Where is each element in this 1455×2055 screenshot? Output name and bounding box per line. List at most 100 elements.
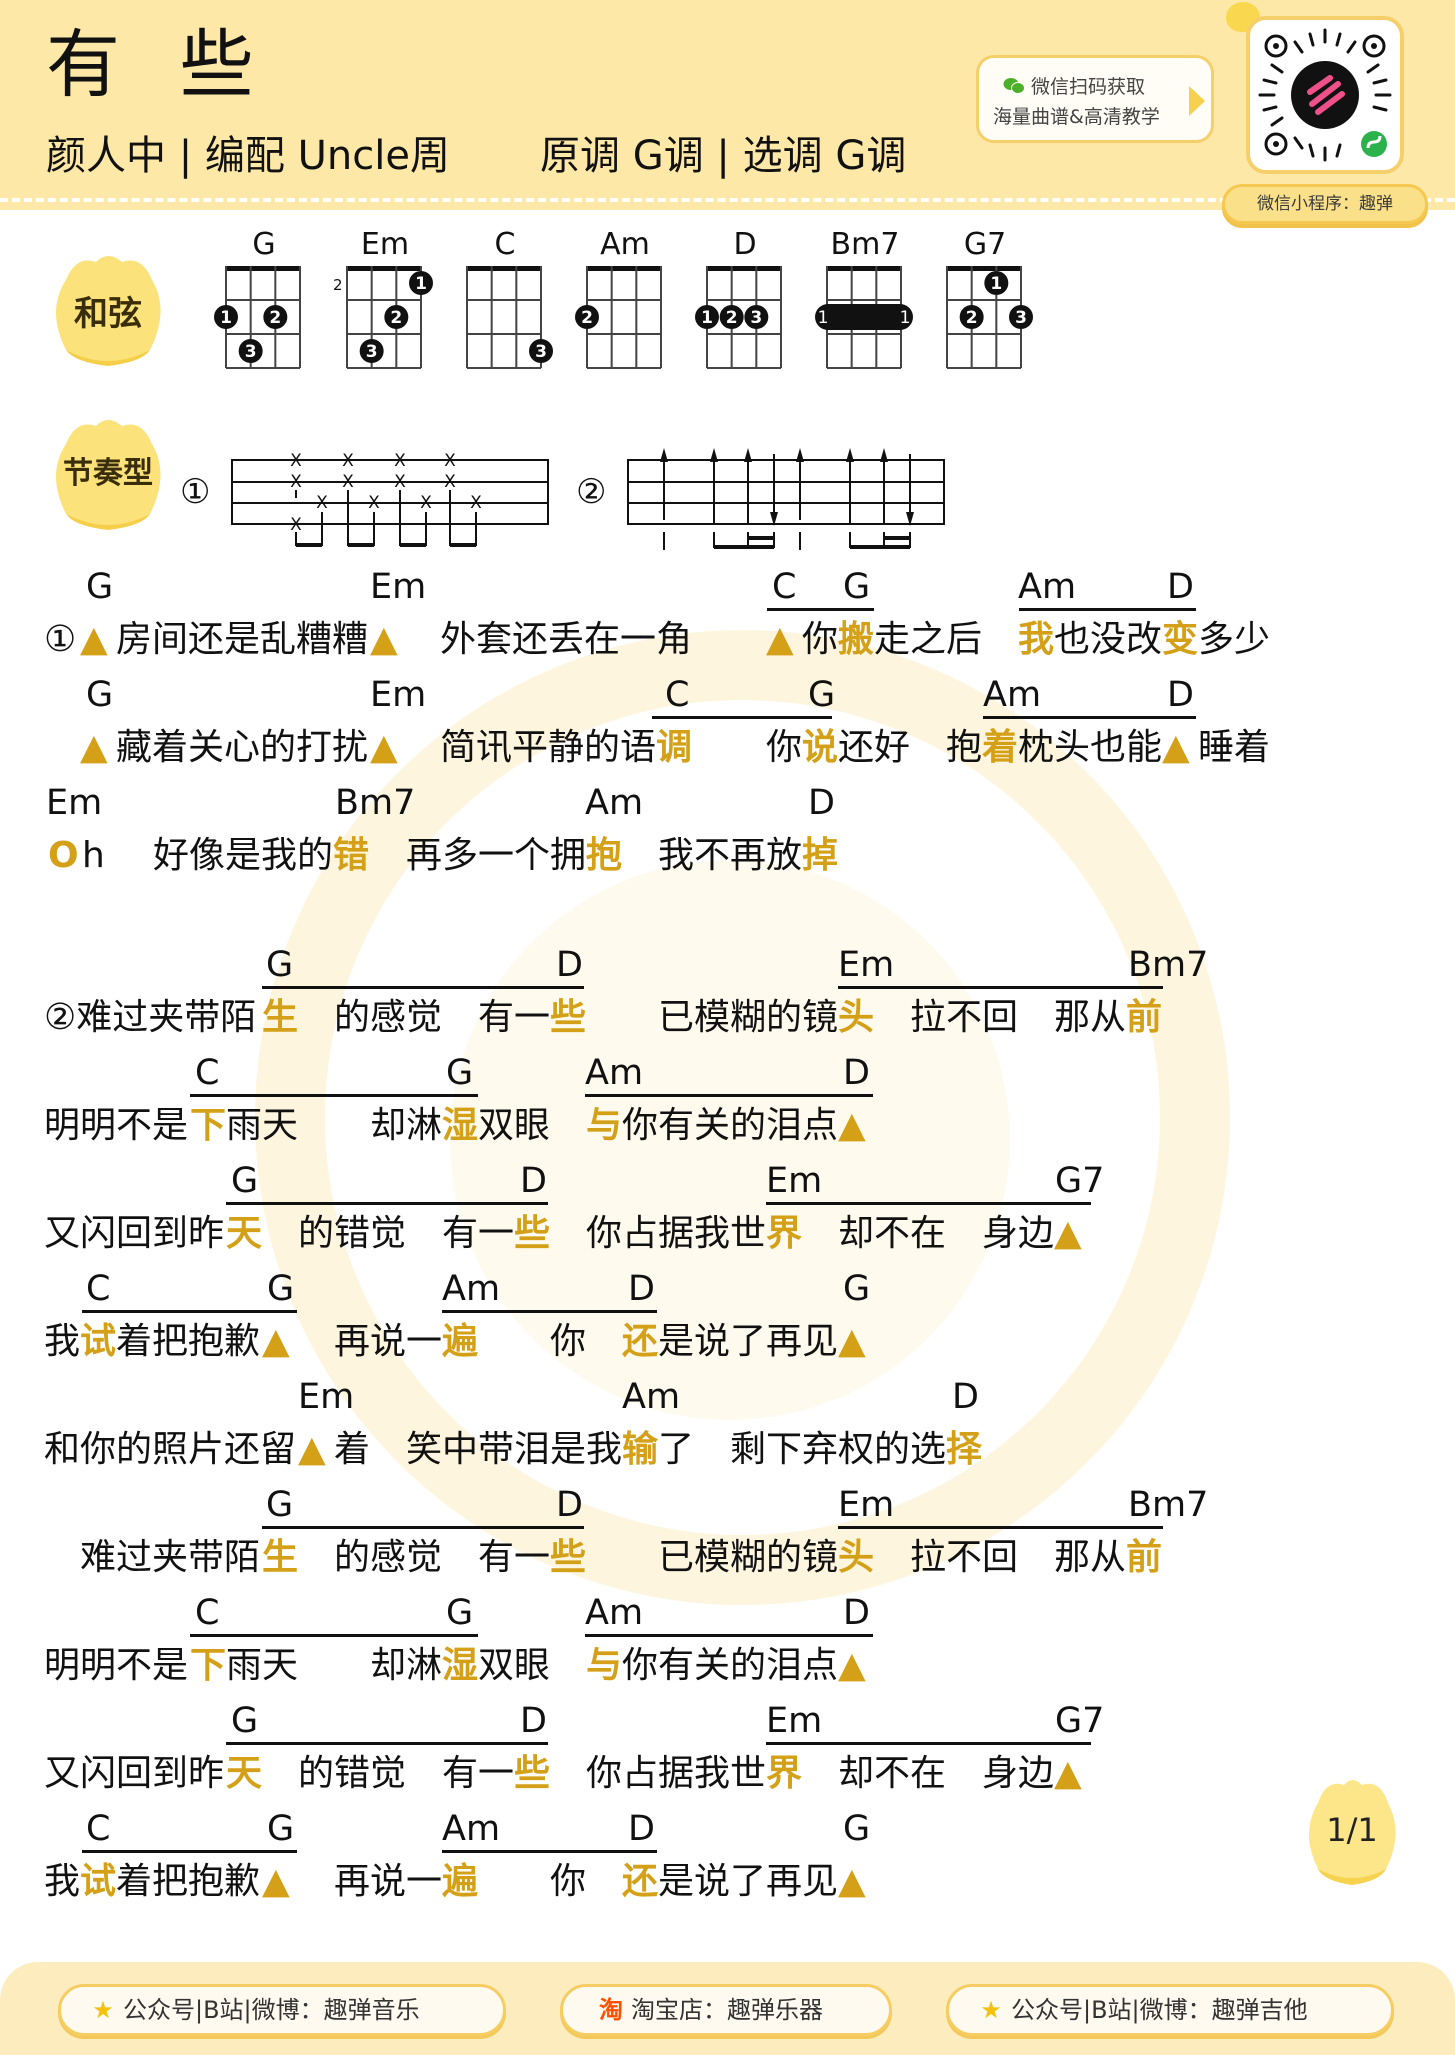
lyric-text: 着 [334,1429,371,1470]
chord-underline [82,1850,297,1853]
lyric-accent: 天 [226,1213,263,1254]
lyric-text: 你 [802,619,839,660]
lyric-text: 你占据我世 [586,1753,767,1794]
svg-text:3: 3 [245,342,257,362]
lyric-text: 的错觉 [298,1753,407,1794]
lyric-accent: 说 [802,727,839,768]
chord-marker: G [266,1485,294,1525]
lyric-accent: 掉 [802,835,839,876]
lyric-text: 有一 [442,1753,515,1794]
wechat-icon [1003,78,1025,94]
chord-marker: Bm7 [335,783,416,823]
svg-text:3: 3 [366,342,378,362]
chord-underline [652,716,832,719]
wechat-promo-box[interactable]: 微信扫码获取 海量曲谱&高清教学 [976,55,1214,143]
strum-accent-icon: ▲ [1054,1753,1082,1794]
chord-marker: D [843,1053,870,1093]
chord-marker: Am [983,675,1042,715]
footer-link-music[interactable]: ★公众号|B站|微博：趣弹音乐 [58,1984,506,2036]
lyric-text: 有一 [478,997,551,1038]
chord-marker: G [843,1809,871,1849]
pattern2-label: ② [576,472,607,512]
lyric-text: 我 [44,1321,81,1362]
lyric-accent: 些 [550,997,587,1038]
lyric-accent: 搬 [838,619,875,660]
chord-underline [838,1526,1163,1529]
lyric-text: 再多一个拥 [406,835,587,876]
lyric-accent: 些 [550,1537,587,1578]
chords-badge: 和弦 [46,250,170,368]
lyric-accent: 还 [622,1861,659,1902]
svg-text:1: 1 [415,274,427,294]
chord-marker: Am [585,1593,644,1633]
lyric-text: 又闪回到昨 [44,1753,225,1794]
key-info: 原调 G调 | 选调 G调 [540,133,907,179]
svg-text:X: X [394,472,406,492]
chord-marker: G7 [1055,1701,1105,1741]
chord-marker: Bm7 [1128,1485,1209,1525]
lyric-text: 了 [658,1429,695,1470]
chord-marker: D [556,1485,583,1525]
lyric-text: 和你的照片还留 [44,1429,297,1470]
svg-text:X: X [444,451,456,471]
strum-accent-icon: ▲ [370,619,398,660]
taobao-icon: 淘 [599,1996,623,2024]
arrow-right-icon [1189,86,1205,116]
footer-link-taobao[interactable]: 淘淘宝店：趣弹乐器 [560,1984,892,2036]
lyric-accent: 前 [1126,997,1163,1038]
header-divider [0,198,1455,202]
chord-underline [442,1850,657,1853]
chord-marker: Bm7 [1128,945,1209,985]
lyric-text: 我不再放 [658,835,803,876]
lyric-text: 拉不回 [910,997,1019,1038]
chord-underline [767,608,874,611]
lyric-text: 已模糊的镜 [658,1537,839,1578]
svg-text:1: 1 [990,274,1002,294]
lyric-accent: 变 [1162,619,1199,660]
svg-text:2: 2 [390,308,402,328]
strum-accent-icon: ▲ [262,1861,290,1902]
svg-text:X: X [290,472,302,492]
svg-text:1: 1 [818,308,829,328]
lyric-text: 双眼 [478,1105,551,1146]
chord-underline [585,1094,873,1097]
lyric-accent: 输 [622,1429,659,1470]
lyric-text: 睡着 [1198,727,1271,768]
qr-code-icon [1258,28,1392,162]
chord-marker: Em [838,1485,895,1525]
chord-marker: C [772,567,797,607]
footer-link-guitar[interactable]: ★公众号|B站|微博：趣弹吉他 [946,1984,1394,2036]
lyric-text: 身边 [982,1213,1055,1254]
strum-accent-icon: ▲ [370,727,398,768]
chord-marker: G [266,945,294,985]
lyric-accent: 湿 [442,1645,479,1686]
strum-accent-icon: ▲ [838,1861,866,1902]
svg-text:1: 1 [900,308,911,328]
chord-marker: Em [46,783,103,823]
chord-marker: G [86,675,114,715]
chord-underline [190,1634,478,1637]
svg-text:X: X [368,493,380,513]
pattern1-label: ① [180,472,211,512]
strum-accent-icon: ▲ [80,619,108,660]
chord-marker: Em [838,945,895,985]
strum-accent-icon: ▲ [1162,727,1190,768]
chord-marker: D [520,1161,547,1201]
lyric-text: 有一 [478,1537,551,1578]
chord-marker: G [446,1593,474,1633]
lyric-accent: 试 [80,1861,117,1902]
lyric-text: 那从 [1054,997,1127,1038]
chord-underline [838,986,1163,989]
chord-marker: D [843,1593,870,1633]
lyric-accent: 下 [190,1105,227,1146]
lyric-text: 简讯平静的语 [440,727,657,768]
lyric-accent: 界 [766,1753,803,1794]
chord-underline [262,1526,584,1529]
qr-code[interactable] [1246,16,1404,174]
page-indicator: 1/1 [1300,1775,1404,1885]
svg-text:2: 2 [581,308,593,328]
svg-text:3: 3 [535,342,547,362]
strum-accent-icon: ▲ [1054,1213,1082,1254]
watermark-logo-inner [450,860,1010,1420]
svg-text:1: 1 [701,308,713,328]
